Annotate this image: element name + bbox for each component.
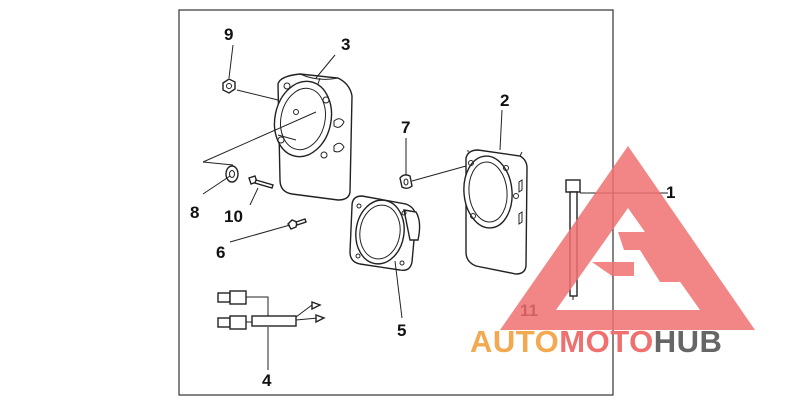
callout-10: 10 <box>224 207 243 226</box>
watermark-text: AUTOMOTOHUB <box>470 324 722 359</box>
watermark-text-hub: HUB <box>654 324 723 359</box>
nut-8 <box>225 165 239 183</box>
watermark-text-moto: MOTO <box>559 324 653 359</box>
callout-4: 4 <box>262 371 272 390</box>
callout-8: 8 <box>190 203 199 222</box>
callout-3: 3 <box>341 35 350 54</box>
callout-5: 5 <box>397 321 406 340</box>
wire-harness <box>217 290 326 330</box>
callout-9: 9 <box>224 25 233 44</box>
screw-6 <box>287 218 307 230</box>
callout-7: 7 <box>401 118 410 137</box>
screw-10 <box>248 175 274 189</box>
speaker-box-right <box>463 149 528 275</box>
speaker-box-left <box>273 73 353 201</box>
watermark-text-auto: AUTO <box>470 324 559 359</box>
grommet-7 <box>399 174 413 189</box>
watermark-logo <box>500 146 755 330</box>
callout-1: 1 <box>666 183 675 202</box>
callout-2: 2 <box>500 91 509 110</box>
speaker-unit <box>349 195 421 272</box>
callout-6: 6 <box>216 243 225 262</box>
nut-9 <box>222 78 236 94</box>
